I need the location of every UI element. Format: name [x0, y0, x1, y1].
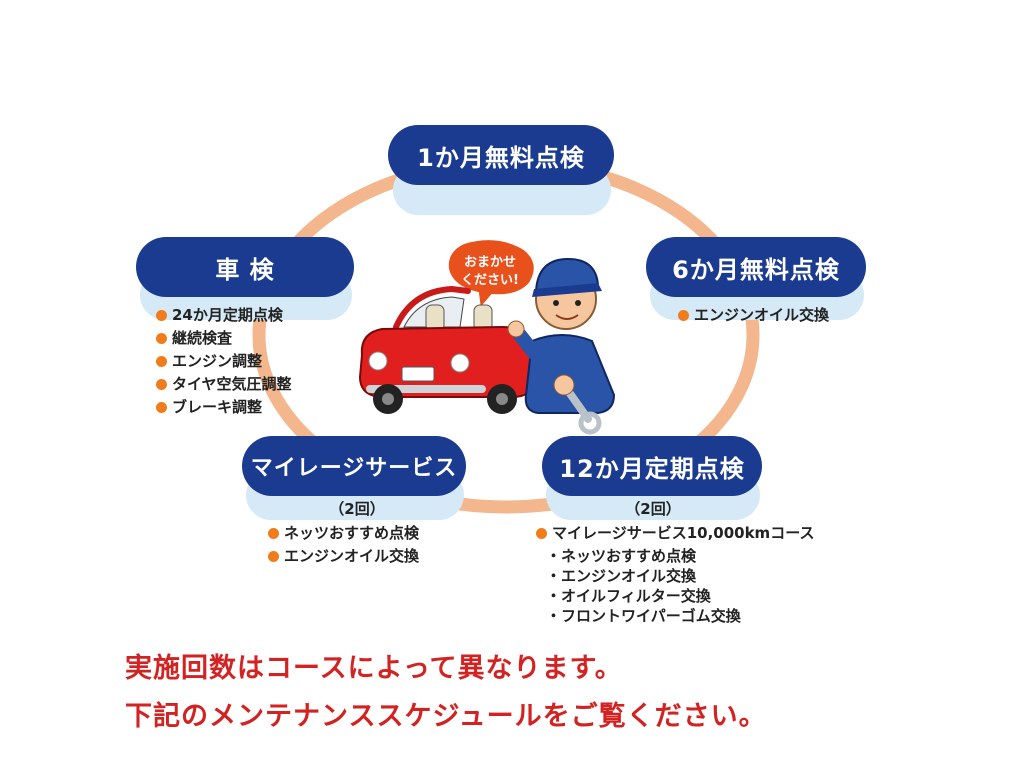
list-item: 24か月定期点検	[156, 304, 292, 327]
illustration: おまかせ ください!	[358, 238, 616, 435]
list-item: エンジンオイル交換	[678, 304, 829, 327]
twelve-month-node: 12か月定期点検	[542, 436, 762, 496]
twelve-month-item-list: マイレージサービス10,000kmコース	[536, 522, 814, 545]
twelve-month-label: 12か月定期点検	[559, 454, 745, 483]
list-item: ネッツおすすめ点検	[268, 522, 419, 545]
twelve-month-sub-list: ネッツおすすめ点検 エンジンオイル交換 オイルフィルター交換 フロントワイパーゴ…	[546, 546, 741, 626]
notice-line-1: 実施回数はコースによって異なります。	[125, 653, 623, 684]
list-item: オイルフィルター交換	[546, 586, 741, 606]
wrench-icon	[553, 374, 602, 435]
list-item: ネッツおすすめ点検	[546, 546, 741, 566]
list-item: エンジン調整	[156, 350, 292, 373]
speech-bubble-line1: おまかせ	[464, 255, 516, 270]
list-item: エンジンオイル交換	[268, 545, 419, 568]
mileage-node: マイレージサービス	[242, 436, 466, 496]
one-month-label: 1か月無料点検	[417, 143, 585, 172]
mileage-item-list: ネッツおすすめ点検 エンジンオイル交換	[268, 522, 419, 568]
six-month-item-list: エンジンオイル交換	[678, 304, 829, 327]
shaken-label: 車 検	[215, 255, 275, 284]
list-item: 継続検査	[156, 327, 292, 350]
mechanic-icon	[507, 257, 616, 414]
notice-line-2: 下記のメンテナンススケジュールをご覧ください。	[125, 701, 767, 732]
list-item: エンジンオイル交換	[546, 566, 741, 586]
shaken-item-list: 24か月定期点検 継続検査 エンジン調整 タイヤ空気圧調整 ブレーキ調整	[156, 304, 292, 419]
twelve-month-count: （2回）	[625, 500, 681, 518]
car-icon	[358, 285, 538, 414]
list-item: フロントワイパーゴム交換	[546, 606, 741, 626]
shaken-node: 車 検	[136, 237, 354, 297]
one-month-node: 1か月無料点検	[388, 125, 614, 185]
mileage-count: （2回）	[329, 500, 385, 518]
six-month-label: 6か月無料点検	[672, 255, 840, 284]
speech-bubble-line2: ください!	[461, 273, 519, 288]
speech-bubble-icon: おまかせ ください!	[446, 238, 536, 312]
six-month-node: 6か月無料点検	[646, 237, 866, 297]
mileage-label: マイレージサービス	[250, 456, 458, 481]
list-item: ブレーキ調整	[156, 396, 292, 419]
list-item: タイヤ空気圧調整	[156, 373, 292, 396]
list-item: マイレージサービス10,000kmコース	[536, 522, 814, 545]
